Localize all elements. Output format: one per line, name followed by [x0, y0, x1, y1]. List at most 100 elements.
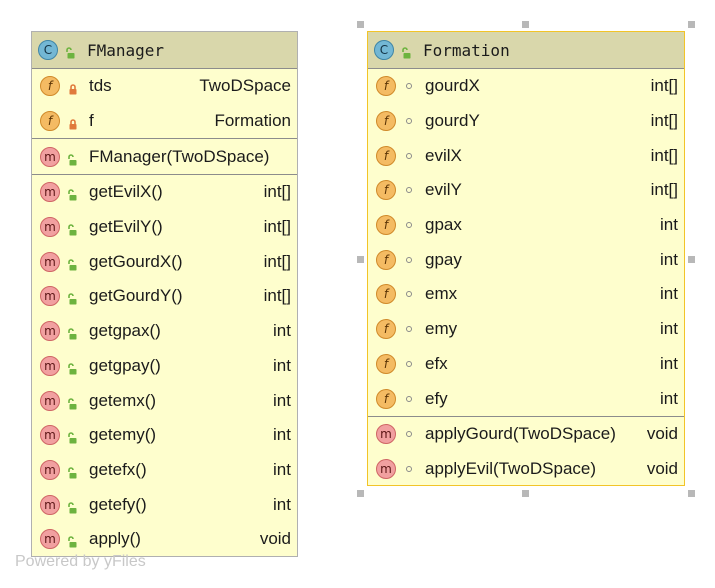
- public-lock-icon: [68, 499, 78, 514]
- method-icon: m: [40, 321, 60, 342]
- class-icon: C: [374, 40, 394, 60]
- method-name: applyEvil(TwoDSpace): [425, 458, 597, 478]
- selection-handle-bottom-left[interactable]: [357, 490, 364, 497]
- package-visibility-icon: [404, 358, 414, 370]
- method-row[interactable]: m getGourdX() int[]: [32, 244, 297, 279]
- class-name: FManager: [87, 40, 165, 60]
- return-type: int: [273, 425, 291, 445]
- public-lock-icon: [68, 290, 78, 305]
- public-lock-icon: [68, 221, 78, 236]
- return-type: int[]: [263, 217, 291, 237]
- public-lock-icon: [68, 533, 78, 548]
- field-type: int: [660, 319, 678, 339]
- field-type: int[]: [650, 111, 678, 131]
- method-icon: m: [40, 251, 60, 272]
- return-type: int[]: [263, 251, 291, 271]
- package-visibility-icon: [404, 184, 414, 196]
- field-name: evilY: [425, 180, 462, 200]
- package-visibility-icon: [404, 428, 414, 440]
- class-header[interactable]: C FManager: [32, 32, 297, 68]
- public-lock-icon: [68, 395, 78, 410]
- return-type: int[]: [263, 182, 291, 202]
- method-name: apply(): [89, 529, 141, 549]
- package-visibility-icon: [404, 288, 414, 300]
- return-type: void: [646, 458, 678, 478]
- return-type: void: [646, 424, 678, 444]
- field-name: tds: [89, 76, 112, 96]
- package-visibility-icon: [404, 219, 414, 231]
- selection-handle-top-center[interactable]: [522, 21, 529, 28]
- selection-handle-middle-left[interactable]: [357, 256, 364, 263]
- selection-handle-top-right[interactable]: [688, 21, 695, 28]
- selection-handle-bottom-right[interactable]: [688, 490, 695, 497]
- class-header[interactable]: C Formation: [368, 32, 684, 68]
- method-name: getgpax(): [89, 321, 161, 341]
- watermark: Powered by yFiles: [15, 553, 146, 570]
- field-name: emx: [425, 284, 458, 304]
- return-type: void: [259, 529, 291, 549]
- field-name: efx: [425, 353, 448, 373]
- method-icon: m: [40, 146, 60, 167]
- field-icon: f: [376, 215, 396, 236]
- field-type: int: [660, 353, 678, 373]
- method-icon: m: [40, 390, 60, 411]
- method-name: getGourdX(): [89, 251, 183, 271]
- field-name: gpax: [425, 215, 462, 235]
- public-lock-icon: [68, 256, 78, 271]
- field-icon: f: [376, 76, 396, 97]
- class-icon: C: [38, 40, 58, 60]
- method-name: getEvilY(): [89, 217, 163, 237]
- selection-handle-bottom-center[interactable]: [522, 490, 529, 497]
- field-icon: f: [376, 388, 396, 409]
- package-visibility-icon: [404, 463, 414, 475]
- method-row[interactable]: m getEvilX() int[]: [32, 175, 297, 210]
- field-name: efy: [425, 388, 448, 408]
- field-type: int[]: [650, 180, 678, 200]
- field-type: int[]: [650, 76, 678, 96]
- field-name: evilX: [425, 145, 462, 165]
- field-icon: f: [376, 284, 396, 305]
- return-type: int: [273, 355, 291, 375]
- selection-handle-middle-right[interactable]: [688, 256, 695, 263]
- method-icon: m: [40, 182, 60, 203]
- method-icon: m: [40, 459, 60, 480]
- private-lock-icon: [68, 80, 78, 95]
- method-name: getEvilX(): [89, 182, 163, 202]
- public-lock-icon: [68, 464, 78, 479]
- return-type: int: [273, 459, 291, 479]
- method-name: getGourdY(): [89, 286, 183, 306]
- selection-handle-top-left[interactable]: [357, 21, 364, 28]
- field-icon: f: [376, 145, 396, 166]
- field-row[interactable]: f gourdX int[]: [368, 69, 684, 104]
- class-name: Formation: [423, 40, 510, 60]
- field-name: gourdX: [425, 76, 480, 96]
